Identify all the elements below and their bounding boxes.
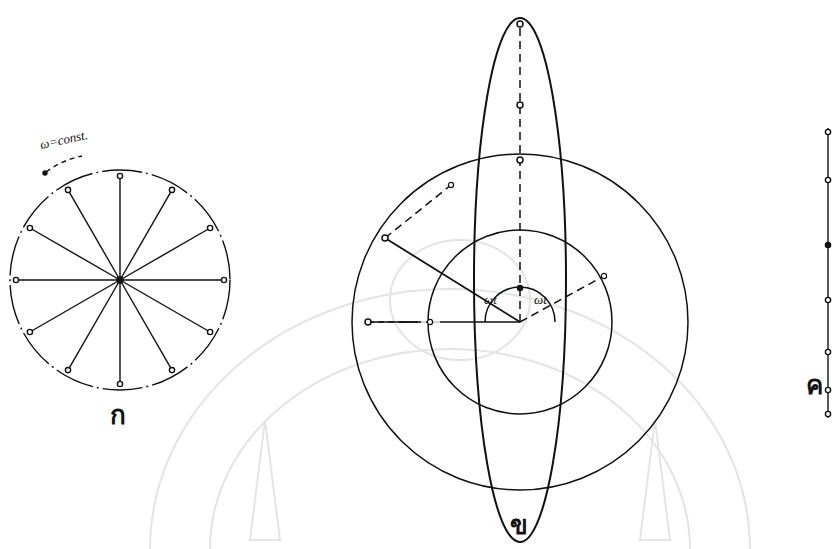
center-dot xyxy=(117,277,123,283)
vector-tip xyxy=(221,277,226,282)
vector-tip xyxy=(13,277,18,282)
figure-letter: ก xyxy=(110,402,126,428)
vector-tip xyxy=(27,225,32,230)
vector-spoke xyxy=(30,280,120,332)
vector-spoke xyxy=(120,280,172,370)
ellipse-construction xyxy=(352,18,688,542)
figure-letter: ข xyxy=(510,512,528,538)
vector-spoke xyxy=(120,279,224,280)
vector-spoke xyxy=(120,190,172,280)
figure-letter: ค xyxy=(806,372,823,398)
vector-spoke xyxy=(120,280,210,332)
vector-spoke xyxy=(120,228,210,280)
linear-oscillation xyxy=(825,128,830,418)
vector-spoke xyxy=(119,280,120,384)
angle-label: ωt xyxy=(484,293,497,306)
angle-label: ωt xyxy=(534,293,547,306)
vector-spoke xyxy=(30,228,120,280)
vector-tip xyxy=(65,368,70,373)
vector-tip xyxy=(169,187,174,192)
vector-spoke xyxy=(119,176,120,280)
vector-spoke xyxy=(68,190,120,280)
vector-tip xyxy=(65,187,70,192)
watermark-seal xyxy=(150,240,750,549)
rotating-vectors-circle xyxy=(10,156,230,390)
vector-tip xyxy=(117,381,122,386)
vector-spoke xyxy=(68,280,120,370)
vector-spoke xyxy=(16,279,120,280)
vector-tip xyxy=(27,329,32,334)
speed-label: ω=const. xyxy=(39,128,89,151)
vector-tip xyxy=(169,368,174,373)
vector-tip xyxy=(208,329,213,334)
vector-tip xyxy=(208,225,213,230)
vector-tip xyxy=(117,173,122,178)
